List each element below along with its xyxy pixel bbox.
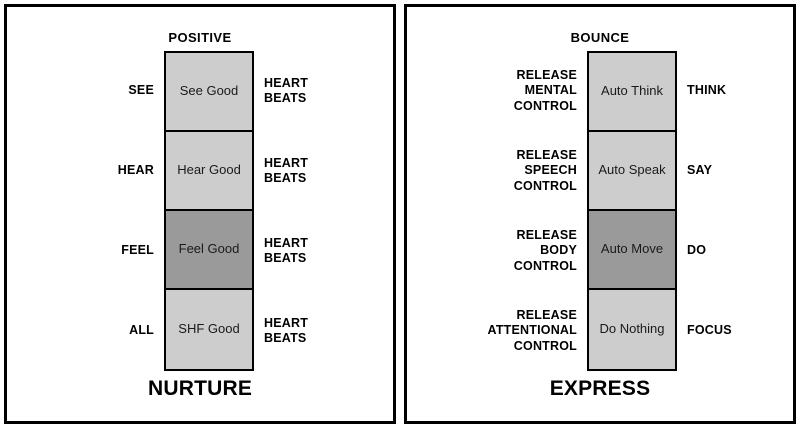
express-inner-label-attentional-line2: ATTENTIONAL <box>487 323 577 338</box>
nurture-bar-cell-see-good[interactable]: See Good <box>166 53 252 132</box>
nurture-inner-label-all-line1: ALL <box>129 323 154 338</box>
nurture-inner-label-hear-line1: HEAR <box>117 163 154 178</box>
panel-nurture: POSITIVE SEE HEAR FEEL ALL See G <box>4 4 396 424</box>
nurture-inner-label-hear: HEAR <box>47 131 154 211</box>
express-inner-label-mental: RELEASE MENTAL CONTROL <box>427 51 577 131</box>
express-inner-label-attentional-line3: CONTROL <box>513 338 577 353</box>
express-inner-label-body-line1: RELEASE <box>516 228 577 243</box>
nurture-inner-label-see-line1: SEE <box>128 83 154 98</box>
express-bar-cell-do-nothing[interactable]: Do Nothing <box>589 290 675 369</box>
nurture-outer-label-2: HEART BEATS <box>264 131 374 211</box>
nurture-outer-label-3: HEART BEATS <box>264 211 374 291</box>
nurture-outer-label-3-line2: BEATS <box>264 251 307 265</box>
express-bar-cell-auto-move[interactable]: Auto Move <box>589 211 675 290</box>
nurture-inner-label-feel: FEEL <box>47 211 154 291</box>
express-inner-label-speech-line3: CONTROL <box>513 178 577 193</box>
panel-express-inner: BOUNCE RELEASE MENTAL CONTROL RELEASE SP… <box>407 7 793 421</box>
express-outer-label-focus-line1: FOCUS <box>687 323 732 338</box>
express-inner-label-speech-line2: SPEECH <box>524 163 577 178</box>
nurture-outer-label-2-line1: HEART <box>264 155 309 170</box>
nurture-outer-label-4: HEART BEATS <box>264 291 374 371</box>
nurture-outer-label-4-line1: HEART <box>264 315 309 330</box>
panel-express: BOUNCE RELEASE MENTAL CONTROL RELEASE SP… <box>404 4 796 424</box>
express-inner-label-speech-line1: RELEASE <box>516 148 577 163</box>
express-inner-label-attentional-line1: RELEASE <box>516 308 577 323</box>
nurture-bar-cell-hear-good[interactable]: Hear Good <box>166 132 252 211</box>
express-inner-label-mental-line3: CONTROL <box>513 98 577 113</box>
nurture-bar-cell-shf-good[interactable]: SHF Good <box>166 290 252 369</box>
express-inner-label-body-line2: BODY <box>540 243 577 258</box>
express-bar-cell-auto-speak[interactable]: Auto Speak <box>589 132 675 211</box>
nurture-outer-label-1: HEART BEATS <box>264 51 374 131</box>
express-inner-label-body-line3: CONTROL <box>513 258 577 273</box>
express-bar-cell-auto-move-label: Auto Move <box>600 241 664 257</box>
express-outer-label-say: SAY <box>687 131 787 211</box>
express-bar-cell-auto-think-label: Auto Think <box>601 83 663 99</box>
express-inner-label-speech: RELEASE SPEECH CONTROL <box>427 131 577 211</box>
nurture-inner-label-feel-line1: FEEL <box>121 243 154 258</box>
nurture-bar-cell-feel-good-label: Feel Good <box>178 241 240 257</box>
express-outer-label-do-line1: DO <box>687 243 707 258</box>
express-bar-cell-auto-think[interactable]: Auto Think <box>589 53 675 132</box>
panel-express-header: BOUNCE <box>570 30 630 45</box>
nurture-outer-label-1-line2: BEATS <box>264 91 307 105</box>
express-inner-label-body: RELEASE BODY CONTROL <box>427 211 577 291</box>
panel-nurture-inner: POSITIVE SEE HEAR FEEL ALL See G <box>7 7 393 421</box>
express-outer-label-think-line1: THINK <box>687 83 727 98</box>
express-inner-label-rail: RELEASE MENTAL CONTROL RELEASE SPEECH CO… <box>427 51 577 371</box>
nurture-outer-label-2-line2: BEATS <box>264 171 307 185</box>
nurture-outer-label-1-line1: HEART <box>264 75 309 90</box>
express-outer-label-do: DO <box>687 211 787 291</box>
panel-nurture-header: POSITIVE <box>168 30 232 45</box>
nurture-bar-cell-shf-good-label: SHF Good <box>178 321 240 337</box>
express-bar-cell-do-nothing-label: Do Nothing <box>599 321 665 337</box>
express-bar-column: Auto Think Auto Speak Auto Move Do Nothi… <box>587 51 677 371</box>
nurture-outer-label-rail: HEART BEATS HEART BEATS HEART BEATS <box>264 51 374 371</box>
panel-nurture-footer: NURTURE <box>147 377 253 400</box>
nurture-bar-column: See Good Hear Good Feel Good SHF Good <box>164 51 254 371</box>
express-inner-label-mental-line2: MENTAL <box>524 83 577 98</box>
nurture-bar-cell-see-good-label: See Good <box>179 83 239 99</box>
express-outer-label-say-line1: SAY <box>687 163 713 178</box>
express-outer-label-think: THINK <box>687 51 787 131</box>
express-outer-label-focus: FOCUS <box>687 291 787 371</box>
nurture-outer-label-4-line2: BEATS <box>264 331 307 345</box>
panel-express-footer: EXPRESS <box>549 377 651 400</box>
nurture-inner-label-see: SEE <box>47 51 154 131</box>
express-bar-cell-auto-speak-label: Auto Speak <box>598 162 666 178</box>
express-outer-label-rail: THINK SAY DO FOCUS <box>687 51 787 371</box>
express-inner-label-attentional: RELEASE ATTENTIONAL CONTROL <box>427 291 577 371</box>
nurture-inner-label-all: ALL <box>47 291 154 371</box>
nurture-inner-label-rail: SEE HEAR FEEL ALL <box>47 51 154 371</box>
nurture-bar-cell-feel-good[interactable]: Feel Good <box>166 211 252 290</box>
nurture-bar-cell-hear-good-label: Hear Good <box>177 162 241 178</box>
express-inner-label-mental-line1: RELEASE <box>516 68 577 83</box>
nurture-outer-label-3-line1: HEART <box>264 235 309 250</box>
